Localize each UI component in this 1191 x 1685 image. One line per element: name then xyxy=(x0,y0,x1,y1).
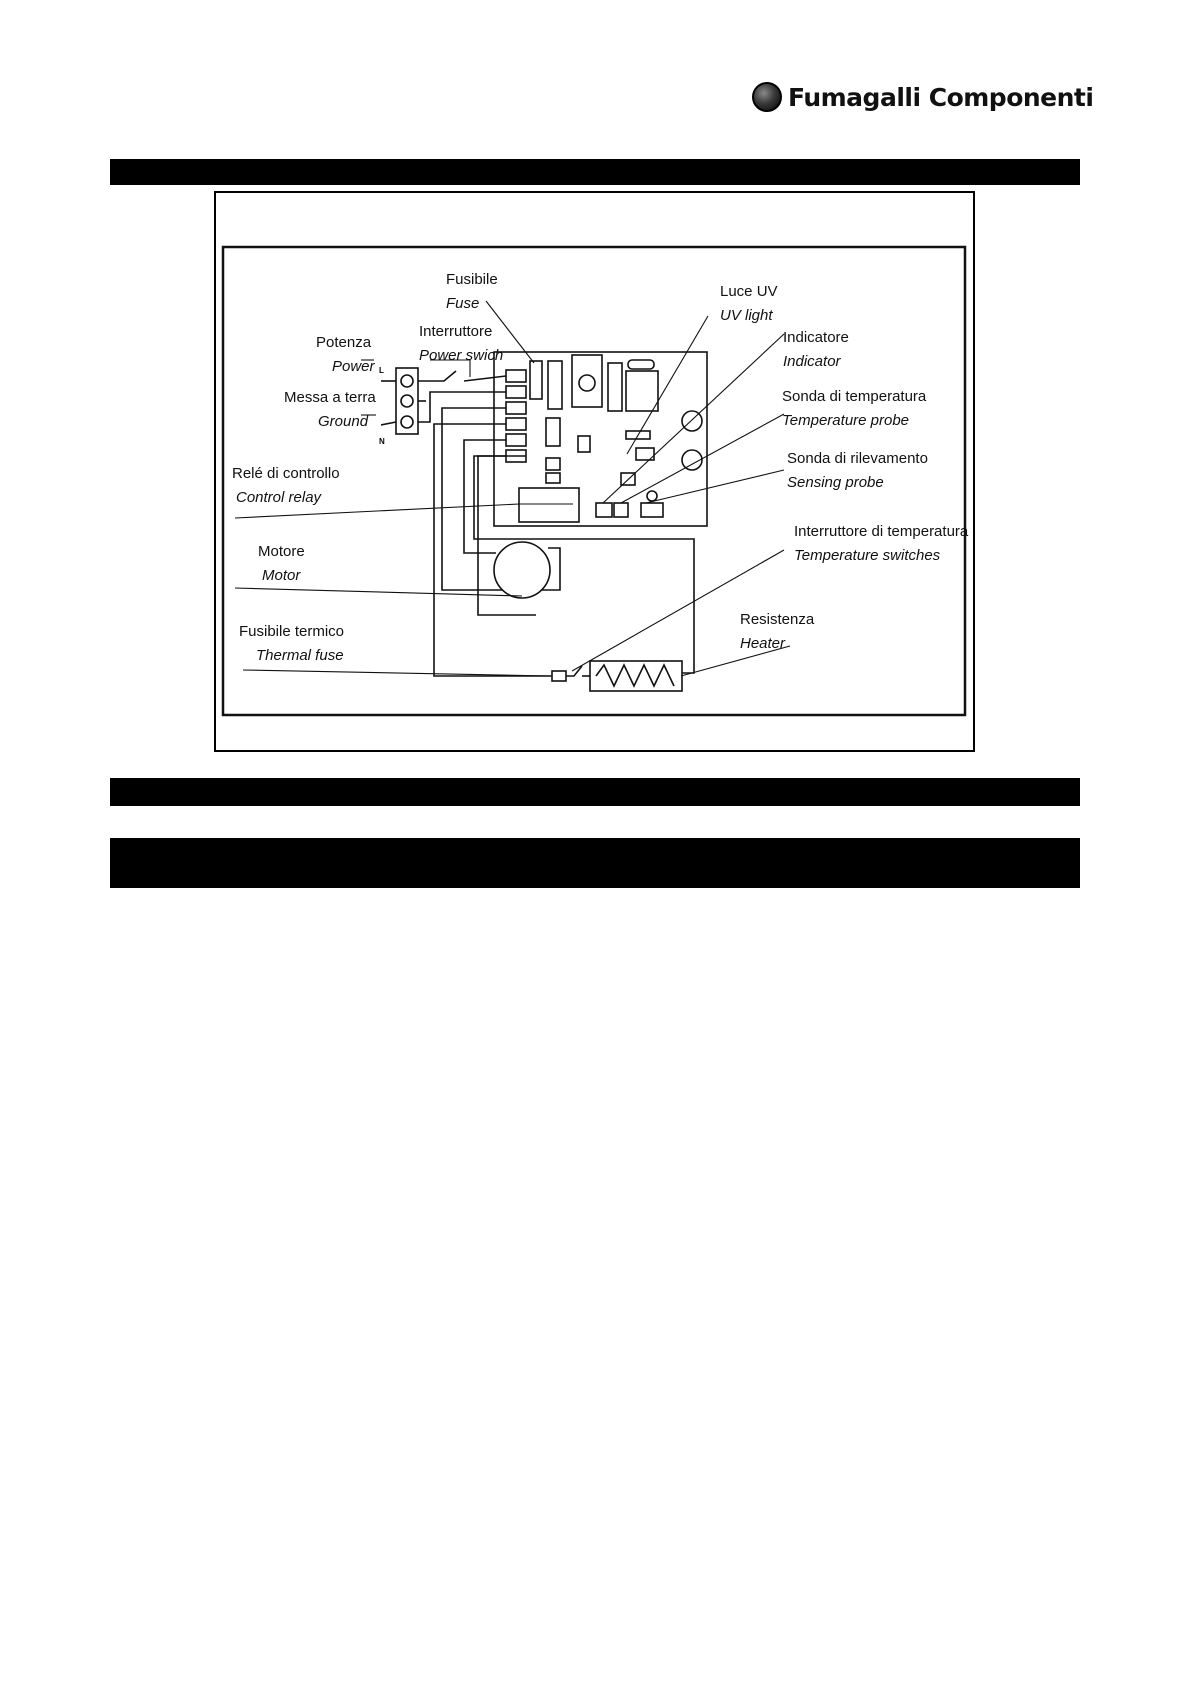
label-uv-it: Luce UV xyxy=(720,283,778,300)
indicator-connector xyxy=(595,502,613,518)
logo-text: Fumagalli Componenti xyxy=(788,82,1094,112)
label-power-en: Power xyxy=(332,358,376,375)
wiring-diagram-figure: L N Fus xyxy=(214,191,975,752)
label-fuse-it: Fusibile xyxy=(446,271,498,288)
board-transformer-core xyxy=(578,374,596,392)
company-logo: Fumagalli Componenti xyxy=(752,80,1094,114)
label-thermal-fuse-it: Fusibile termico xyxy=(239,623,344,640)
label-fuse-en: Fuse xyxy=(446,295,479,312)
board-component-2 xyxy=(545,417,561,447)
board-component-7 xyxy=(545,472,561,484)
motor-symbol xyxy=(493,541,551,599)
section-bar-heading xyxy=(110,838,1080,888)
control-relay-block xyxy=(518,487,580,523)
board-component xyxy=(547,360,563,410)
board-fuse-holder xyxy=(529,360,543,400)
label-ground-it: Messa a terra xyxy=(284,389,376,406)
sensing-probe-led xyxy=(646,490,658,502)
board-capacitor xyxy=(607,362,623,412)
sphere-logo-icon xyxy=(752,82,782,112)
sensing-probe-connector xyxy=(640,502,664,518)
board-indicator-led-1 xyxy=(681,410,703,432)
label-sensing-it: Sonda di rilevamento xyxy=(787,450,928,467)
label-uv-en: UV light xyxy=(720,307,773,324)
label-power-it: Potenza xyxy=(316,334,372,351)
label-switch-en: Power swich xyxy=(419,347,503,364)
label-resistor-it: Resistenza xyxy=(740,611,815,628)
board-indicator-led-2 xyxy=(681,449,703,471)
thermal-fuse-symbol xyxy=(551,670,567,682)
label-switch-it: Interruttore xyxy=(419,323,492,340)
terminal-n: N xyxy=(379,437,385,446)
label-indicator-en: Indicator xyxy=(783,353,842,370)
board-relay-main xyxy=(625,370,659,412)
label-temp-switch-it: Interruttore di temperatura xyxy=(794,523,969,540)
board-component-3 xyxy=(577,435,591,453)
board-ic xyxy=(635,447,655,461)
label-indicator-it: Indicatore xyxy=(783,329,849,346)
section-bar-middle xyxy=(110,778,1080,806)
label-temp-probe-en: Temperature probe xyxy=(782,412,909,429)
board-component-6 xyxy=(545,457,561,471)
label-sensing-en: Sensing probe xyxy=(787,474,884,491)
label-ground-en: Ground xyxy=(318,413,369,430)
label-motor-it: Motore xyxy=(258,543,305,560)
label-temp-switch-en: Temperature switches xyxy=(794,547,941,564)
label-motor-en: Motor xyxy=(262,567,301,584)
terminal-l: L xyxy=(379,366,384,375)
inner-frame xyxy=(221,245,967,717)
temp-probe-connector xyxy=(613,502,629,518)
label-thermal-fuse-en: Thermal fuse xyxy=(256,647,344,664)
label-temp-probe-it: Sonda di temperatura xyxy=(782,388,927,405)
label-relay-it: Relé di controllo xyxy=(232,465,340,482)
label-relay-en: Control relay xyxy=(236,489,323,506)
section-bar-top xyxy=(110,159,1080,185)
label-resistor-en: Heater xyxy=(740,635,786,652)
wiring-diagram: L N Fus xyxy=(221,245,969,717)
board-resistor xyxy=(627,359,655,370)
